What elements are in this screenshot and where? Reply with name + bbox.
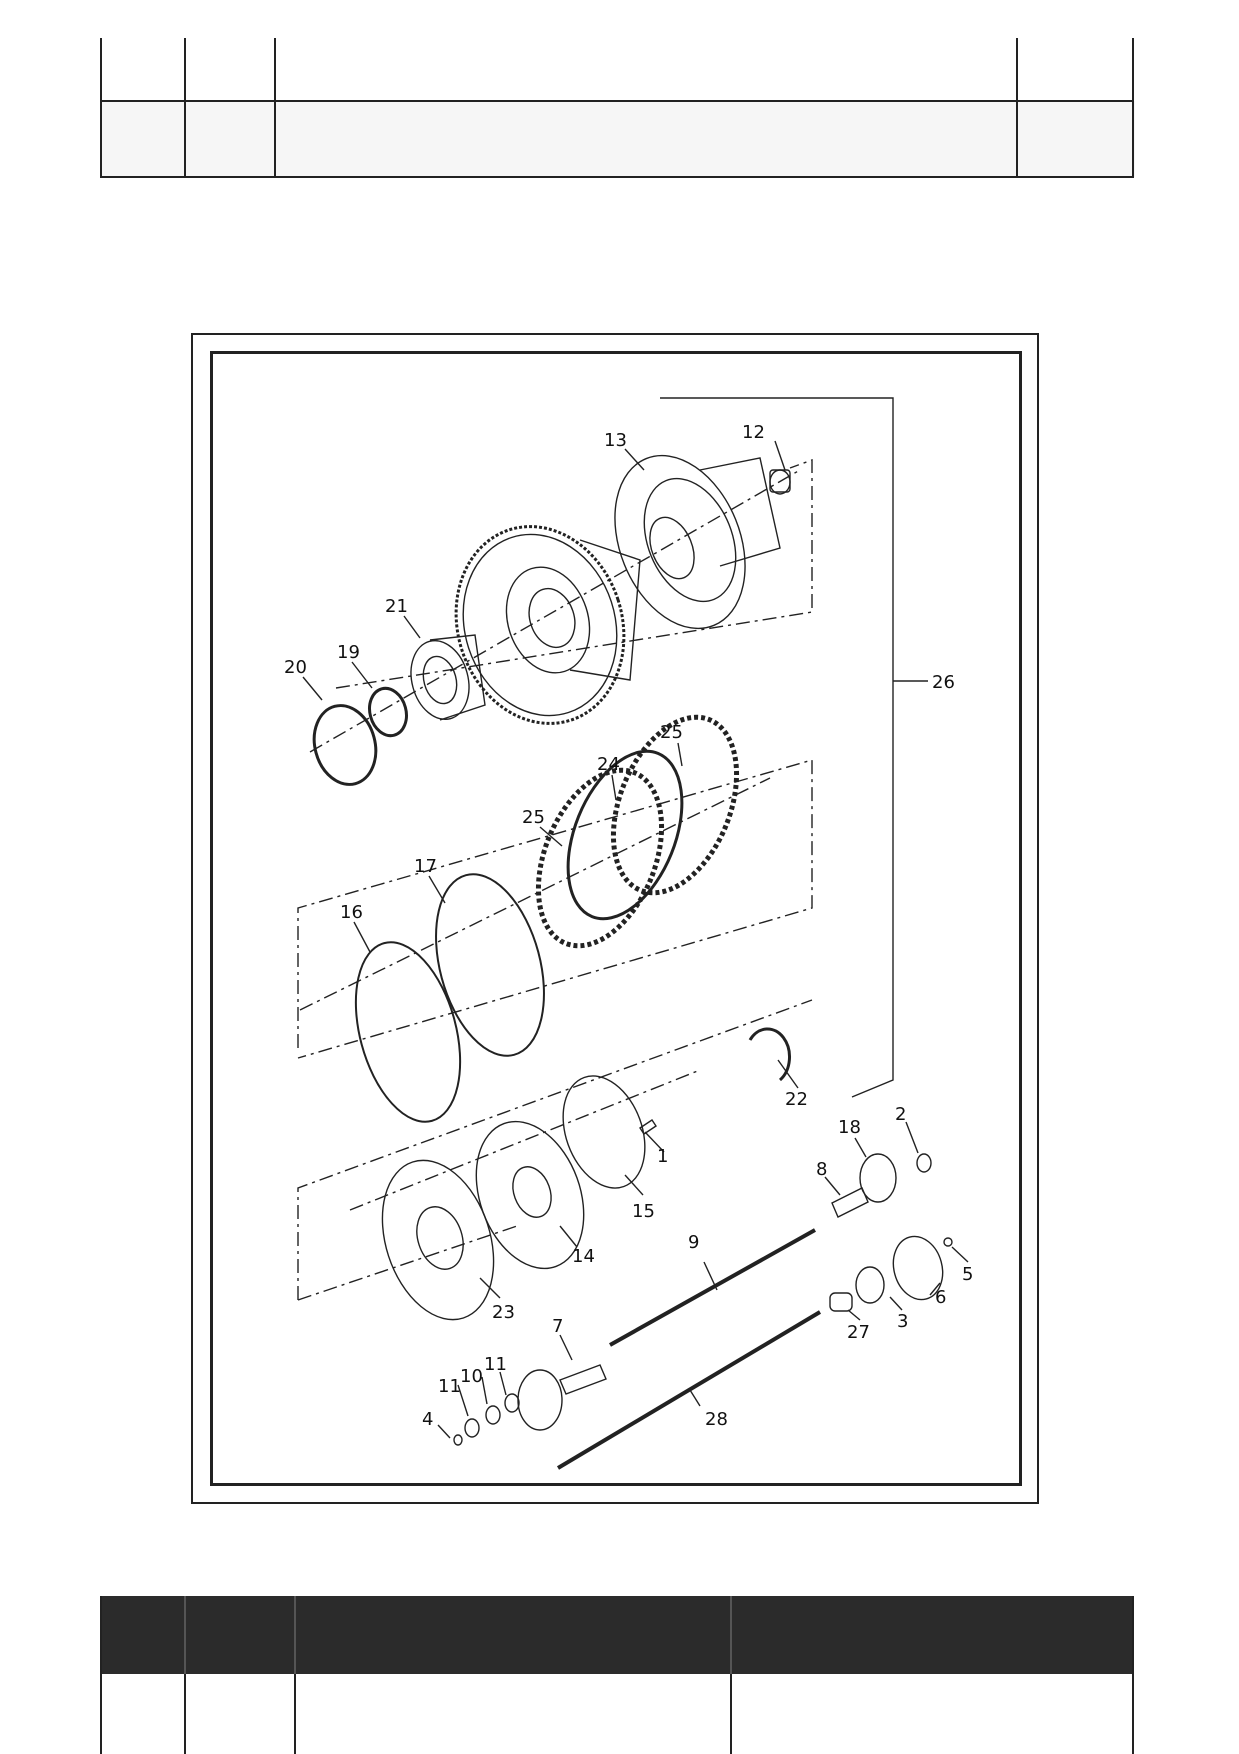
callout-8: 8 bbox=[816, 1159, 827, 1180]
callout-15: 15 bbox=[632, 1201, 655, 1222]
part-ring bbox=[354, 941, 462, 1123]
group-bracket bbox=[660, 397, 894, 1098]
table-rule bbox=[1132, 38, 1134, 178]
callout-11: 11 bbox=[484, 1354, 507, 1375]
part-gear bbox=[517, 1369, 563, 1431]
callout-21: 21 bbox=[385, 596, 408, 617]
table-rule bbox=[100, 176, 1134, 178]
part-washer bbox=[943, 1237, 953, 1247]
table-rule bbox=[730, 1596, 732, 1754]
part-pressure-plate bbox=[381, 1159, 495, 1321]
table-rule bbox=[100, 1596, 102, 1754]
assembly-axis bbox=[297, 759, 813, 1059]
callout-24: 24 bbox=[597, 754, 620, 775]
part-bushing bbox=[769, 469, 791, 495]
callout-25: 25 bbox=[660, 722, 683, 743]
table-header bbox=[100, 1596, 1134, 1674]
part-lifter-plate bbox=[562, 1075, 646, 1189]
callout-13: 13 bbox=[604, 430, 627, 451]
table-rule bbox=[100, 38, 102, 178]
table-rule bbox=[184, 1596, 186, 1754]
part-steel-plate bbox=[566, 749, 684, 921]
part-bushing bbox=[829, 1292, 853, 1312]
part-nut bbox=[916, 1153, 932, 1173]
callout-3: 3 bbox=[897, 1311, 908, 1332]
callout-22: 22 bbox=[785, 1089, 808, 1110]
part-push-rod bbox=[609, 1228, 816, 1347]
table-rule bbox=[294, 1596, 296, 1754]
callout-9: 9 bbox=[688, 1232, 699, 1253]
callout-5: 5 bbox=[962, 1264, 973, 1285]
callout-6: 6 bbox=[935, 1287, 946, 1308]
table-rule bbox=[274, 38, 276, 178]
part-washer bbox=[504, 1393, 520, 1413]
part-retaining-ring bbox=[312, 704, 378, 786]
callout-11: 11 bbox=[438, 1376, 461, 1397]
table-separator bbox=[184, 1596, 186, 1674]
callout-7: 7 bbox=[552, 1316, 563, 1337]
callout-16: 16 bbox=[340, 902, 363, 923]
part-clip bbox=[453, 1434, 463, 1446]
part-pushrod-end bbox=[831, 1187, 869, 1218]
table-rule bbox=[1132, 1596, 1134, 1754]
part-rod bbox=[556, 1310, 822, 1470]
table-separator bbox=[730, 1596, 732, 1674]
callout-18: 18 bbox=[838, 1117, 861, 1138]
callout-1: 1 bbox=[657, 1146, 668, 1167]
part-washer bbox=[464, 1418, 480, 1438]
callout-4: 4 bbox=[422, 1409, 433, 1430]
part-friction-plate bbox=[610, 714, 740, 896]
callout-25: 25 bbox=[522, 807, 545, 828]
callout-20: 20 bbox=[284, 657, 307, 678]
part-circlip bbox=[748, 1027, 792, 1082]
leaders bbox=[302, 440, 969, 1439]
diagram-frame-outer bbox=[191, 333, 1039, 1504]
part-bearing bbox=[485, 1405, 501, 1425]
assembly-axis bbox=[297, 1224, 521, 1301]
assembly-axis bbox=[297, 999, 813, 1300]
part-cover bbox=[892, 1235, 944, 1301]
assembly-axis bbox=[349, 1069, 701, 1211]
assembly-axis bbox=[309, 469, 801, 753]
callout-26: 26 bbox=[932, 672, 955, 693]
callout-12: 12 bbox=[742, 422, 765, 443]
callout-2: 2 bbox=[895, 1104, 906, 1125]
part-friction-plate bbox=[535, 767, 665, 949]
callout-28: 28 bbox=[705, 1409, 728, 1430]
table-rule bbox=[1016, 38, 1018, 178]
callout-14: 14 bbox=[572, 1246, 595, 1267]
diagram-frame-inner bbox=[210, 351, 1022, 1486]
callout-19: 19 bbox=[337, 642, 360, 663]
callout-10: 10 bbox=[460, 1366, 483, 1387]
table-separator bbox=[294, 1596, 296, 1674]
callout-17: 17 bbox=[414, 856, 437, 877]
part-clutch-basket bbox=[614, 454, 781, 630]
callout-27: 27 bbox=[847, 1322, 870, 1343]
table-rule bbox=[100, 100, 1134, 102]
table-rule bbox=[184, 38, 186, 178]
part-ring bbox=[435, 873, 545, 1057]
part-primary-gear bbox=[454, 525, 641, 725]
callout-23: 23 bbox=[492, 1302, 515, 1323]
part-screw bbox=[639, 1119, 657, 1135]
part-bearing bbox=[410, 634, 486, 721]
assembly-axis bbox=[335, 459, 813, 689]
part-seal bbox=[855, 1266, 885, 1304]
assembly-axis bbox=[299, 777, 771, 1011]
table-row bbox=[101, 101, 1135, 177]
part-snap-ring bbox=[368, 686, 408, 738]
part-release-lever bbox=[859, 1153, 897, 1203]
